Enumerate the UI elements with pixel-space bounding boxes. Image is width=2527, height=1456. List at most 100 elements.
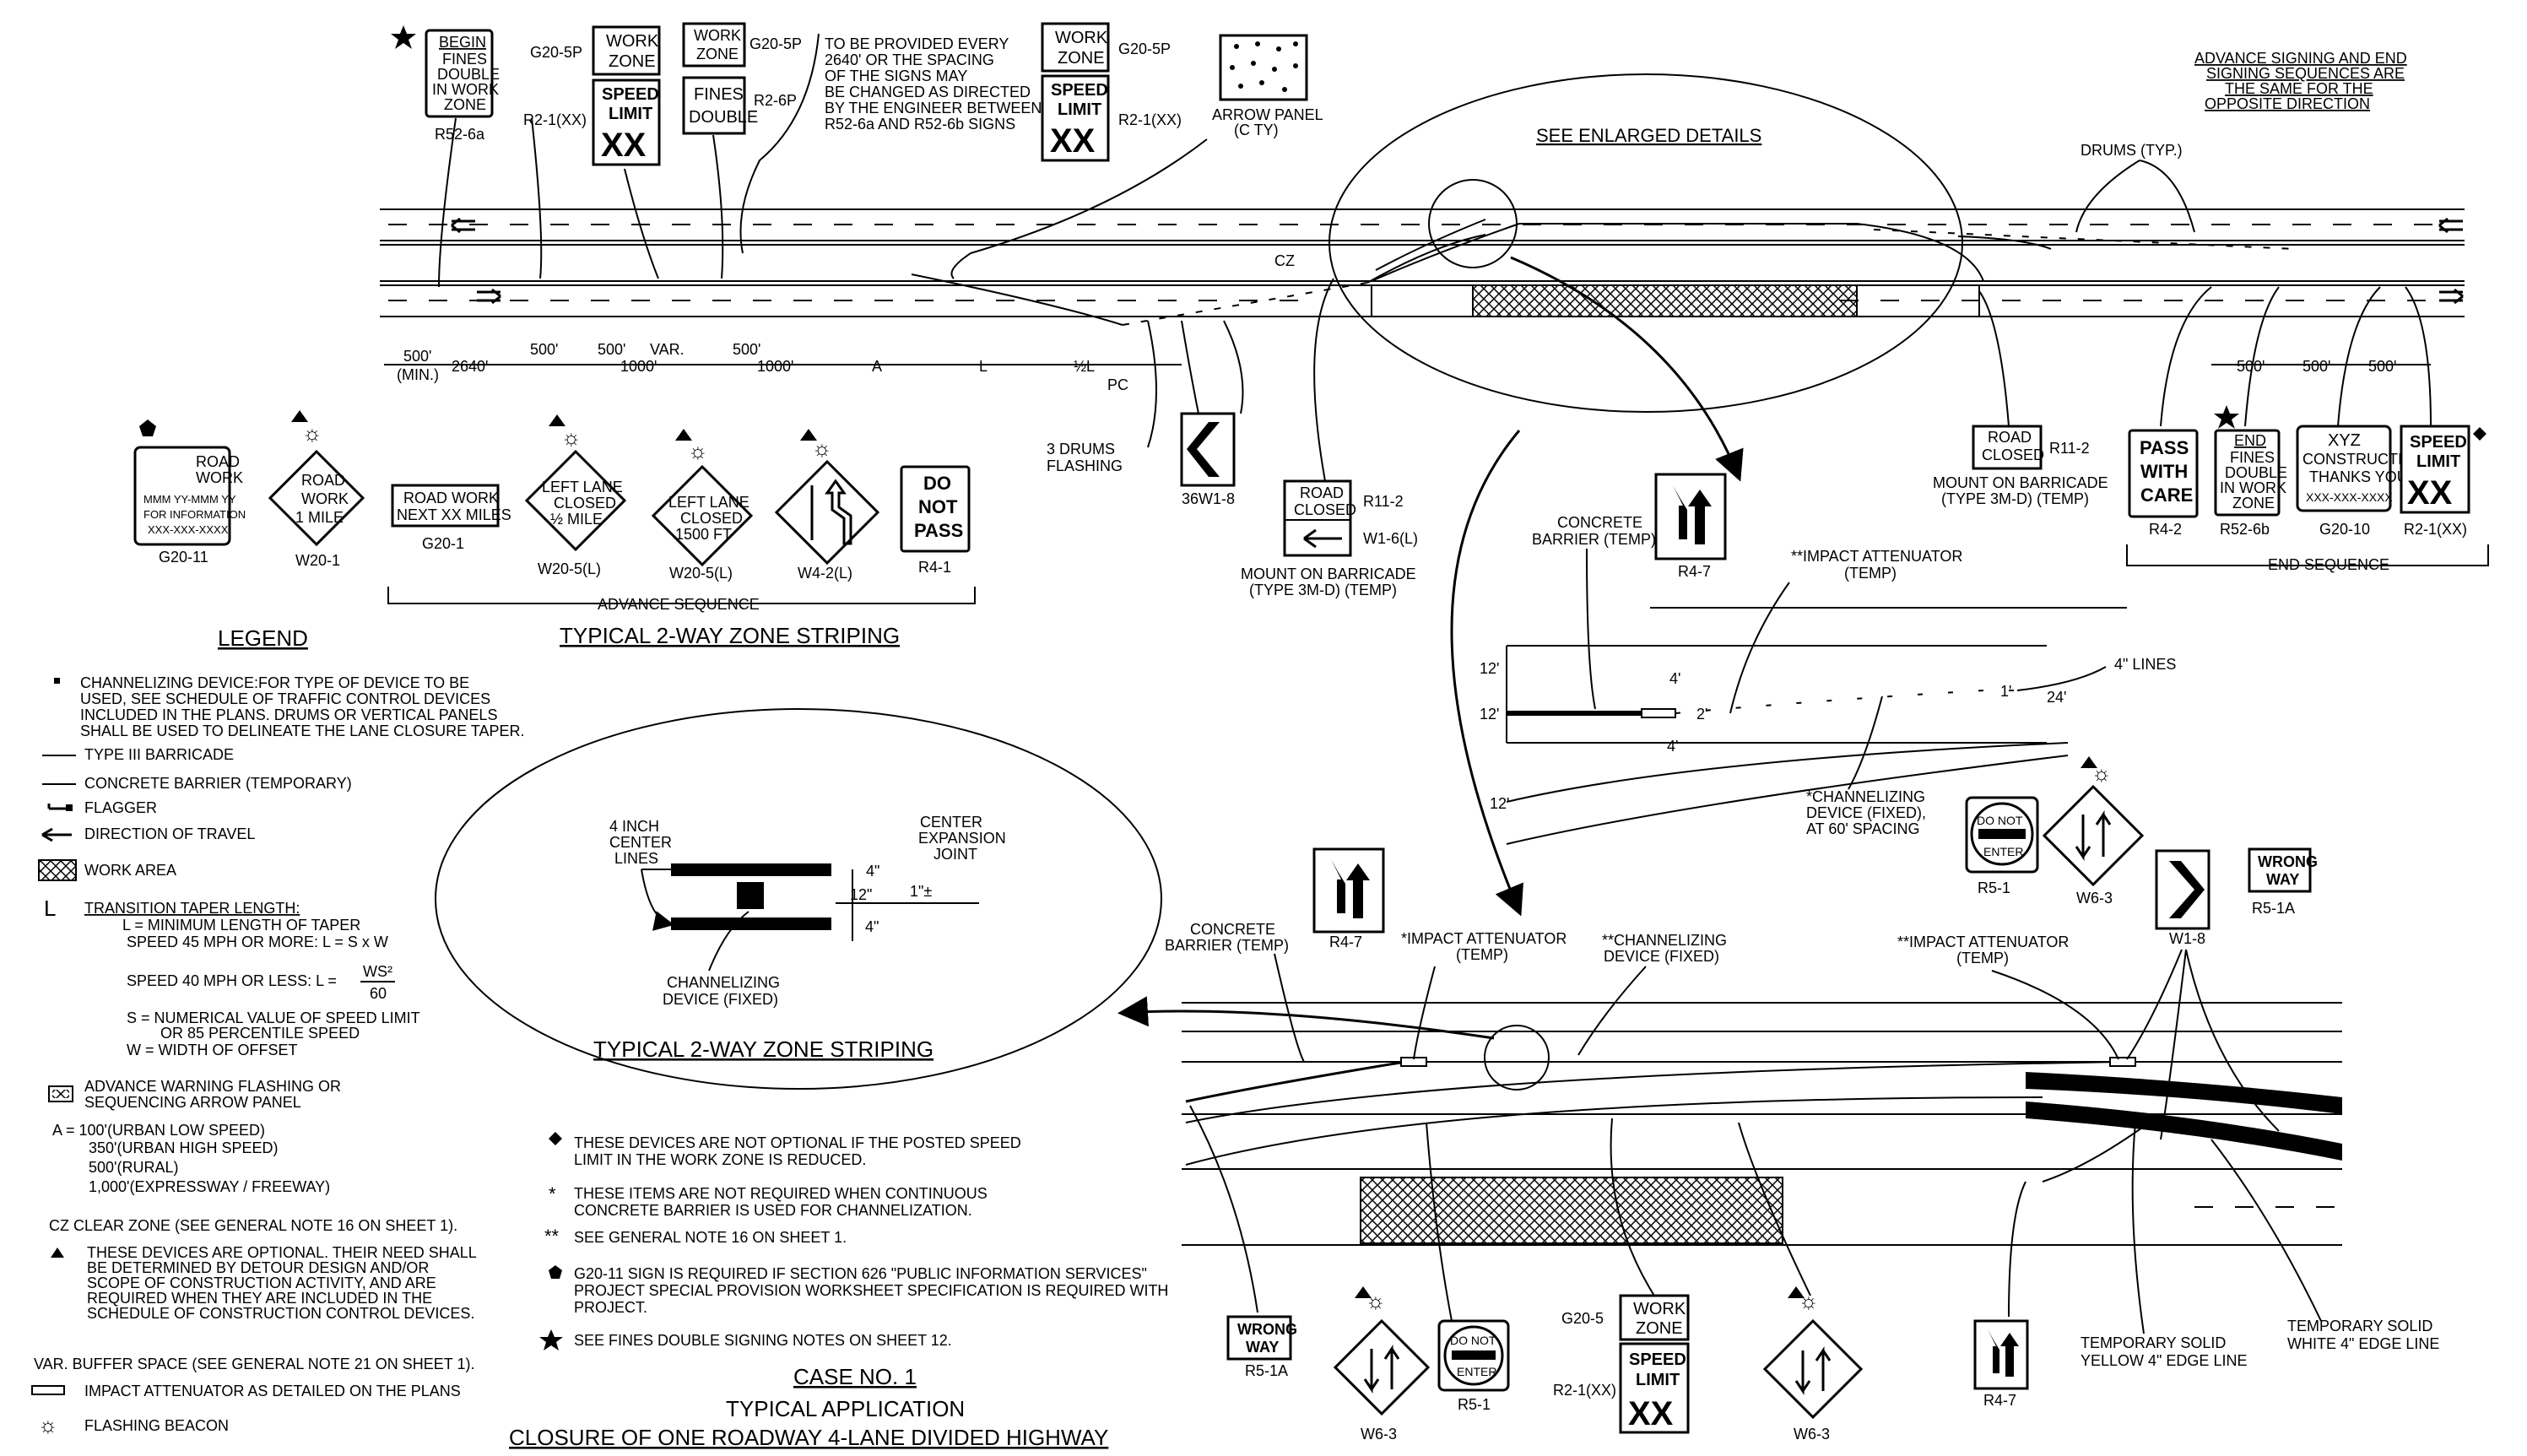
label-text: 500'	[2237, 358, 2265, 375]
label-text: FINES	[2230, 449, 2275, 466]
label-text: SPEED	[1629, 1350, 1686, 1369]
lane-merge-icon	[810, 479, 852, 545]
drawing-line	[1363, 1345, 1400, 1394]
sign-r52-6b: END FINES DOUBLE IN WORK ZONE R52-6b	[2214, 405, 2287, 538]
drawing-shape	[1312, 847, 1385, 934]
label-text: R2-6P	[754, 92, 797, 109]
label-text: **IMPACT ATTENUATOR	[1897, 934, 2069, 950]
sign-r4-7-bottom	[1973, 1319, 2029, 1390]
label-text: DEVICE (FIXED)	[1604, 948, 1719, 965]
label-text: CONCRETE BARRIER (TEMPORARY)	[84, 775, 352, 792]
label-text: ☼	[1366, 1288, 1386, 1313]
drawing-shape	[1654, 473, 1727, 560]
drawing-shape	[52, 1090, 69, 1098]
label-text: ZONE	[609, 52, 656, 71]
opposite-direction-note: ADVANCE SIGNING AND END SIGNING SEQUENCE…	[2194, 50, 2407, 112]
drums-label: DRUMS (TYP.)	[2081, 142, 2183, 159]
drawing-shape	[1641, 708, 1676, 718]
drawing-line	[1794, 1346, 1832, 1395]
drawing-shape	[425, 29, 494, 118]
sign-w20-5-half-mile: ☼ LEFT LANE CLOSED ½ MILE W20-5(L)	[524, 414, 627, 577]
label-text: (TEMP)	[1956, 950, 2009, 966]
sign-wrong-way-left: WRONG WAY	[1226, 1315, 1297, 1361]
drawing-group: CONCRETE BARRIER (TEMP) **IMPACT ATTENUA…	[1480, 514, 2176, 837]
drawing-line	[1762, 1318, 1864, 1420]
spacing-note: TO BE PROVIDED EVERY 2640' OR THE SPACIN…	[825, 35, 1042, 133]
label-text: DOUBLE	[437, 66, 500, 83]
label-text: 2'	[1696, 706, 1707, 723]
label-text: ZONE	[696, 46, 739, 62]
label-text: WS²	[363, 963, 392, 980]
drawing-circle	[1251, 61, 1256, 66]
label-text: VAR.	[650, 341, 685, 358]
label-text: FLASHING	[1047, 457, 1123, 474]
label-text: DOUBLE	[2225, 464, 2287, 481]
label-text: PROJECT.	[574, 1299, 647, 1316]
drawing-shape	[671, 863, 831, 876]
case-title: CASE NO. 1 TYPICAL APPLICATION CLOSURE O…	[509, 1364, 1108, 1450]
sign-w1-8: 36W1-8	[1180, 412, 1236, 507]
label-text: ARROW PANEL	[1212, 106, 1323, 123]
drawing-line	[477, 288, 501, 305]
label-text: SCHEDULE OF CONSTRUCTION CONTROL DEVICES…	[87, 1305, 474, 1322]
label-text: ☼	[2091, 760, 2112, 786]
drawing-circle	[1230, 65, 1235, 70]
label-text: TEMPORARY SOLID	[2287, 1318, 2432, 1334]
label-text: LIMIT	[2416, 452, 2460, 471]
label-text: BARRIER (TEMP)	[1532, 531, 1656, 548]
label-text: INCLUDED IN THE PLANS. DRUMS OR VERTICAL…	[80, 706, 497, 723]
drawing-shape	[671, 917, 831, 930]
label-text: ZONE	[444, 96, 486, 113]
label-text: G20-1	[422, 535, 464, 552]
pentagon-icon	[549, 1265, 562, 1279]
label-text: ☼	[561, 425, 582, 450]
label-text: ROAD	[301, 472, 345, 489]
label-text: G20-5	[1561, 1310, 1604, 1327]
drawing-line	[1450, 430, 1523, 917]
drawing-line	[451, 217, 475, 234]
drawing-line	[1185, 1060, 1406, 1103]
drawing-line	[1333, 1318, 1431, 1416]
label-text: 60	[370, 985, 387, 1002]
label-text: L	[979, 358, 988, 375]
label-text: SEQUENCING ARROW PANEL	[84, 1094, 301, 1111]
striping-detail: 4 INCH CENTER LINES CENTER EXPANSION JOI…	[435, 708, 1162, 1090]
direction-arrow-right	[477, 288, 501, 305]
label-text: CONCRETE	[1190, 921, 1275, 938]
drawing-circle	[1282, 87, 1287, 92]
label-text: LIMIT IN THE WORK ZONE IS REDUCED.	[574, 1151, 866, 1168]
drawing-line	[1189, 1105, 2322, 1334]
keep-right-icon	[1331, 859, 1370, 918]
drawing-shape	[1619, 1342, 1690, 1434]
direction-arrow-left	[451, 217, 475, 234]
drawing-line	[1147, 320, 1244, 448]
label-text: ZONE	[2232, 495, 2275, 511]
label-text: WORK	[196, 469, 243, 486]
label-text: W20-5(L)	[669, 565, 733, 582]
label-text: DEVICE (FIXED),	[1806, 804, 1926, 821]
label-text: W6-3	[2076, 890, 2113, 907]
drawing-line	[1371, 223, 1984, 282]
sign-r4-7-lower	[1312, 847, 1385, 934]
label-text: THANKS YOU	[2309, 468, 2408, 485]
label-text: R4-7	[1329, 934, 1362, 950]
label-text: CLOSED	[1982, 447, 2044, 463]
label-text: 1 MILE	[295, 509, 344, 526]
label-text: 1500 FT	[675, 526, 732, 543]
label-text: **IMPACT ATTENUATOR	[1791, 548, 1962, 565]
sign-fines-double: WORK ZONE FINES DOUBLE G20-5P R2-6P	[682, 22, 802, 135]
drawing-line	[2160, 286, 2432, 427]
label-text: DOUBLE	[689, 108, 758, 127]
label-text: USED, SEE SCHEDULE OF TRAFFIC CONTROL DE…	[80, 690, 490, 707]
label-text: G20-11 SIGN IS REQUIRED IF SECTION 626 "…	[574, 1265, 1147, 1282]
label-text: 1,000'(EXPRESSWAY / FREEWAY)	[89, 1178, 330, 1195]
pentagon-icon	[139, 419, 156, 436]
label-text: G20-5P	[1118, 41, 1171, 57]
drawing-circle	[1484, 1025, 1550, 1091]
drawing-line	[1313, 278, 1334, 482]
label-text: BARRIER (TEMP)	[1165, 937, 1289, 954]
label-text: 4"	[866, 863, 879, 880]
diamond-icon	[2473, 427, 2486, 441]
drawing-line	[1506, 742, 2069, 803]
label-text: 4'	[1667, 738, 1678, 755]
